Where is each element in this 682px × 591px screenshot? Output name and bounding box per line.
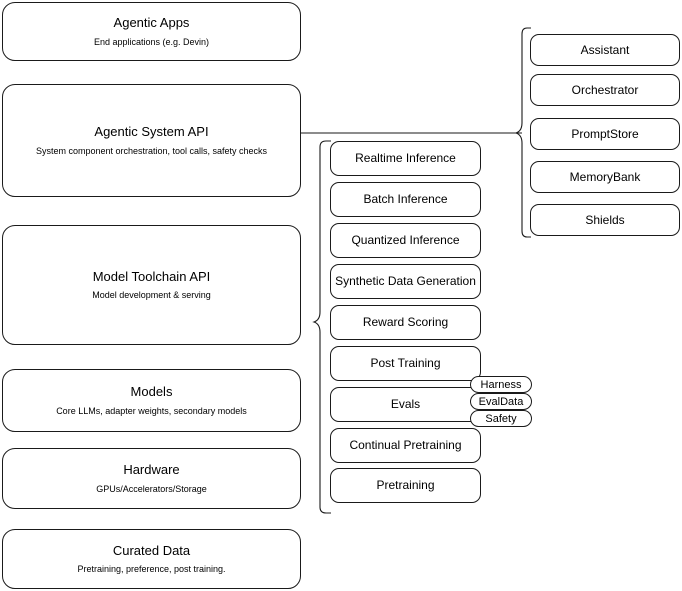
eval-badge-label: Harness bbox=[480, 378, 522, 391]
component-label: Assistant bbox=[580, 42, 630, 57]
capability-realtime-inference[interactable]: Realtime Inference bbox=[330, 141, 481, 176]
component-memorybank[interactable]: MemoryBank bbox=[530, 161, 680, 193]
capability-continual-pretraining[interactable]: Continual Pretraining bbox=[330, 428, 481, 463]
right-curly-brace bbox=[514, 27, 531, 238]
component-shields[interactable]: Shields bbox=[530, 204, 680, 236]
layer-subtitle: Core LLMs, adapter weights, secondary mo… bbox=[56, 405, 247, 416]
capability-post-training[interactable]: Post Training bbox=[330, 346, 481, 381]
layer-title: Hardware bbox=[123, 462, 180, 478]
layer-title: Curated Data bbox=[112, 542, 191, 558]
middle-curly-brace bbox=[312, 140, 331, 514]
layer-subtitle: System component orchestration, tool cal… bbox=[35, 145, 268, 156]
component-promptstore[interactable]: PromptStore bbox=[530, 118, 680, 150]
capability-reward-scoring[interactable]: Reward Scoring bbox=[330, 305, 481, 340]
eval-badge-safety[interactable]: Safety bbox=[470, 410, 532, 427]
layer-agentic-system-api[interactable]: Agentic System API System component orch… bbox=[2, 84, 301, 197]
layer-title: Agentic System API bbox=[94, 124, 209, 140]
layer-title: Models bbox=[130, 384, 173, 400]
capability-batch-inference[interactable]: Batch Inference bbox=[330, 182, 481, 217]
layer-agentic-apps[interactable]: Agentic Apps End applications (e.g. Devi… bbox=[2, 2, 301, 61]
capability-label: Post Training bbox=[370, 356, 441, 370]
capability-label: Batch Inference bbox=[363, 192, 448, 206]
capability-label: Quantized Inference bbox=[351, 233, 460, 247]
eval-badge-label: Safety bbox=[485, 412, 517, 425]
capability-label: Reward Scoring bbox=[362, 315, 449, 329]
capability-synthetic-data-generation[interactable]: Synthetic Data Generation bbox=[330, 264, 481, 299]
capability-label: Realtime Inference bbox=[355, 151, 456, 165]
component-label: PromptStore bbox=[571, 126, 639, 141]
capability-label: Synthetic Data Generation bbox=[335, 274, 476, 288]
eval-badge-evaldata[interactable]: EvalData bbox=[470, 393, 532, 410]
layer-title: Agentic Apps bbox=[113, 15, 190, 31]
component-label: MemoryBank bbox=[569, 169, 641, 184]
capability-quantized-inference[interactable]: Quantized Inference bbox=[330, 223, 481, 258]
capability-evals[interactable]: Evals bbox=[330, 387, 481, 422]
layer-models[interactable]: Models Core LLMs, adapter weights, secon… bbox=[2, 369, 301, 432]
capability-label: Continual Pretraining bbox=[349, 438, 462, 452]
capability-pretraining[interactable]: Pretraining bbox=[330, 468, 481, 503]
layer-hardware[interactable]: Hardware GPUs/Accelerators/Storage bbox=[2, 448, 301, 509]
layer-subtitle: GPUs/Accelerators/Storage bbox=[96, 483, 207, 494]
component-assistant[interactable]: Assistant bbox=[530, 34, 680, 66]
capability-label: Pretraining bbox=[376, 478, 435, 492]
layer-subtitle: Pretraining, preference, post training. bbox=[77, 564, 226, 574]
component-label: Shields bbox=[585, 212, 625, 227]
component-orchestrator[interactable]: Orchestrator bbox=[530, 74, 680, 106]
layer-curated-data[interactable]: Curated Data Pretraining, preference, po… bbox=[2, 529, 301, 589]
component-label: Orchestrator bbox=[571, 82, 639, 97]
layer-subtitle: Model development & serving bbox=[92, 290, 211, 300]
capability-label: Evals bbox=[390, 397, 421, 411]
layer-title: Model Toolchain API bbox=[92, 268, 211, 284]
eval-badge-harness[interactable]: Harness bbox=[470, 376, 532, 393]
layer-subtitle: End applications (e.g. Devin) bbox=[93, 36, 210, 47]
eval-badge-label: EvalData bbox=[478, 395, 524, 408]
layer-model-toolchain-api[interactable]: Model Toolchain API Model development & … bbox=[2, 225, 301, 345]
